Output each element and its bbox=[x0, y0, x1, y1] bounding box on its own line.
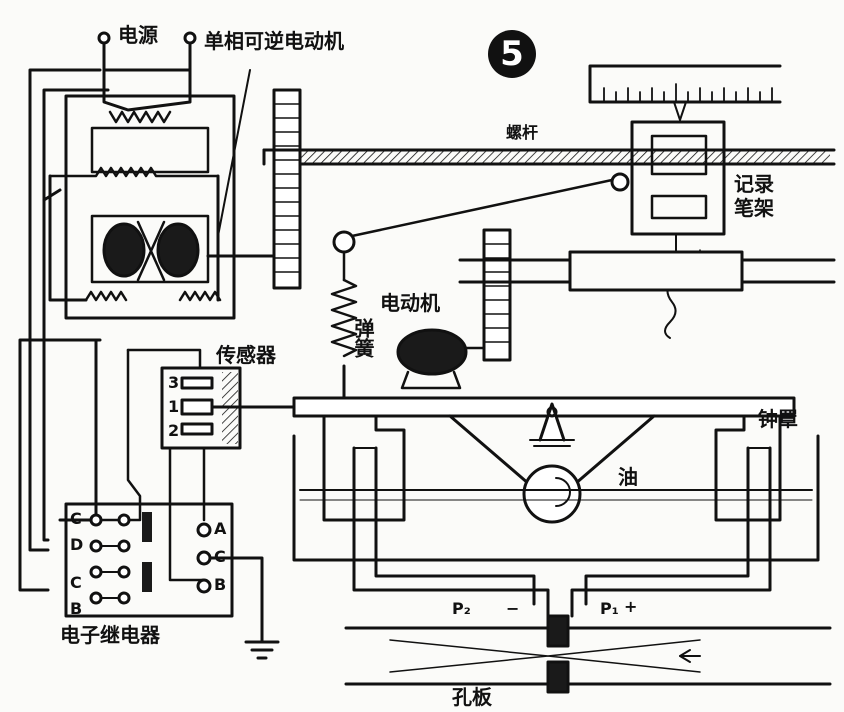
relay-terminal-d: D bbox=[70, 535, 84, 554]
sensor-label: 传感器 bbox=[216, 343, 276, 367]
sensor-terminal-2: 2 bbox=[168, 421, 180, 440]
relay-terminal-c1: C bbox=[70, 509, 82, 528]
relay-terminal-b1: B bbox=[70, 599, 83, 618]
relay-terminal-b2: B bbox=[214, 575, 227, 594]
relay-label: 电子继电器 bbox=[60, 623, 160, 647]
electronic-relay bbox=[64, 502, 234, 618]
p2-sign: − bbox=[506, 599, 520, 618]
relay-terminal-a: A bbox=[214, 519, 227, 538]
power-label: 电源 bbox=[118, 23, 158, 47]
bell-jar-label: 钟罩 bbox=[758, 407, 798, 431]
sensor-terminal-3: 3 bbox=[168, 373, 180, 392]
motor-wiring bbox=[18, 68, 220, 592]
figure-number: 5 bbox=[488, 30, 536, 78]
relay-terminal-c2: C bbox=[70, 573, 82, 592]
sensor-terminal-1: 1 bbox=[168, 397, 180, 416]
orifice-label: 孔板 bbox=[452, 685, 492, 709]
screw-gear bbox=[272, 88, 302, 290]
reversible-motor bbox=[48, 69, 302, 320]
sensor-box bbox=[98, 348, 296, 582]
orifice-pipe bbox=[344, 614, 832, 694]
spring-label: 弹簧 bbox=[351, 318, 375, 358]
spring-cable bbox=[332, 178, 614, 282]
reversible-motor-label: 单相可逆电动机 bbox=[204, 29, 344, 53]
bell-jar-assembly bbox=[292, 396, 796, 524]
chart-scale bbox=[588, 64, 782, 121]
pressure-pipes bbox=[352, 446, 772, 618]
pen-holder-label: 记录笔架 bbox=[734, 172, 774, 220]
relay-terminal-c3: C bbox=[214, 547, 226, 566]
p1-label: P₁ bbox=[600, 599, 619, 618]
lead-screw-rod bbox=[262, 148, 836, 166]
chart-drive bbox=[396, 228, 836, 390]
oil-tank bbox=[292, 434, 820, 562]
oil-label: 油 bbox=[618, 465, 638, 489]
p1-sign: + bbox=[624, 597, 638, 616]
motor-label: 电动机 bbox=[380, 291, 440, 315]
ground bbox=[208, 556, 280, 660]
lead-screw-label: 螺杆 bbox=[506, 123, 539, 142]
p2-label: P₂ bbox=[452, 599, 471, 618]
